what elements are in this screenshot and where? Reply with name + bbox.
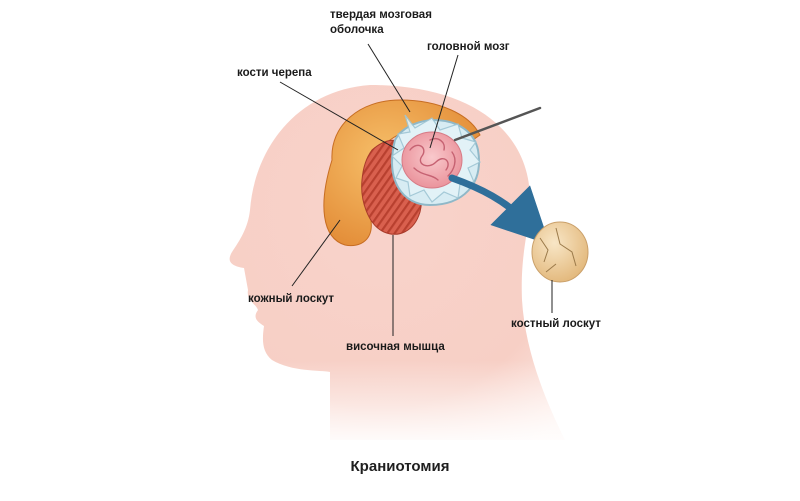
caption: Краниотомия xyxy=(350,458,450,475)
leader-lines xyxy=(279,43,553,336)
label-skin-flap: кожный лоскут xyxy=(248,293,335,305)
skin-flap xyxy=(323,99,481,247)
label-temporal-muscle: височная мышца xyxy=(346,341,445,353)
label-skull-bones: кости черепа xyxy=(237,67,312,79)
bone-flap-cracks xyxy=(539,227,577,273)
label-brain: головной мозг xyxy=(427,41,510,53)
bone-flap-arrow xyxy=(448,174,550,245)
label-dura-mater: твердая мозговая оболочка xyxy=(330,9,432,36)
head-silhouette xyxy=(229,85,565,440)
bone-flap xyxy=(531,221,589,283)
label-bone-flap: костный лоскут xyxy=(511,318,601,330)
brain-gyri xyxy=(409,138,456,181)
surgical-instrument xyxy=(453,106,542,142)
